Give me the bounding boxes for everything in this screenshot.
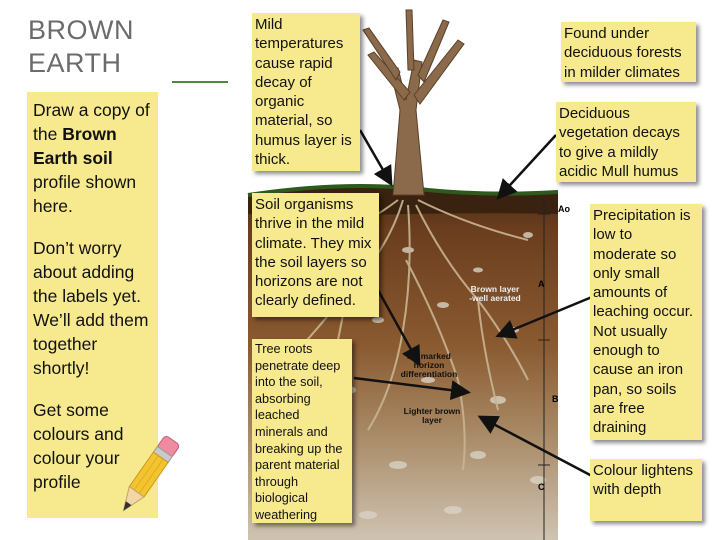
callout-tree-roots: Tree roots penetrate deep into the soil,… — [252, 339, 352, 523]
brown-layer-label: Brown layer -well aerated — [469, 284, 521, 303]
horizon-b-label: B — [552, 394, 559, 404]
no-horizon-label: No marked horizon differentiation — [400, 351, 458, 379]
callout-colour: Colour lightens with depth — [590, 459, 702, 521]
instructions-text: Draw a copy of the Brown Earth soil prof… — [33, 98, 155, 512]
pencil-icon — [122, 436, 180, 512]
brown-earth-bold: Brown Earth soil — [33, 124, 117, 168]
title-underline — [172, 81, 252, 83]
callout-deciduous-forests: Found under deciduous forests in milder … — [561, 22, 696, 82]
instruction-draw: Draw a copy of the Brown Earth soil prof… — [33, 100, 150, 216]
tree — [362, 9, 465, 196]
lighter-brown-label: Lighter brown layer — [403, 406, 461, 425]
instruction-colours: Get some colours and colour your profile — [33, 400, 124, 492]
horizon-a-label: A — [538, 279, 545, 289]
callout-mild-temperatures: Mild temperatures cause rapid decay of o… — [252, 13, 360, 171]
horizon-c-label: C — [538, 482, 545, 492]
title-line-2: EARTH — [28, 48, 122, 78]
instructions-panel — [27, 92, 158, 518]
instruction-labels: Don’t worry about adding the labels yet.… — [33, 238, 149, 378]
callout-mull-humus: Deciduous vegetation decays to give a mi… — [556, 102, 696, 182]
title-line-1: BROWN — [28, 15, 134, 45]
slide-title: BROWN EARTH — [28, 14, 172, 82]
callout-precipitation: Precipitation is low to moderate so only… — [590, 204, 702, 440]
callout-soil-organisms: Soil organisms thrive in the mild climat… — [252, 193, 379, 317]
horizon-ao-label: Ao — [558, 204, 570, 214]
